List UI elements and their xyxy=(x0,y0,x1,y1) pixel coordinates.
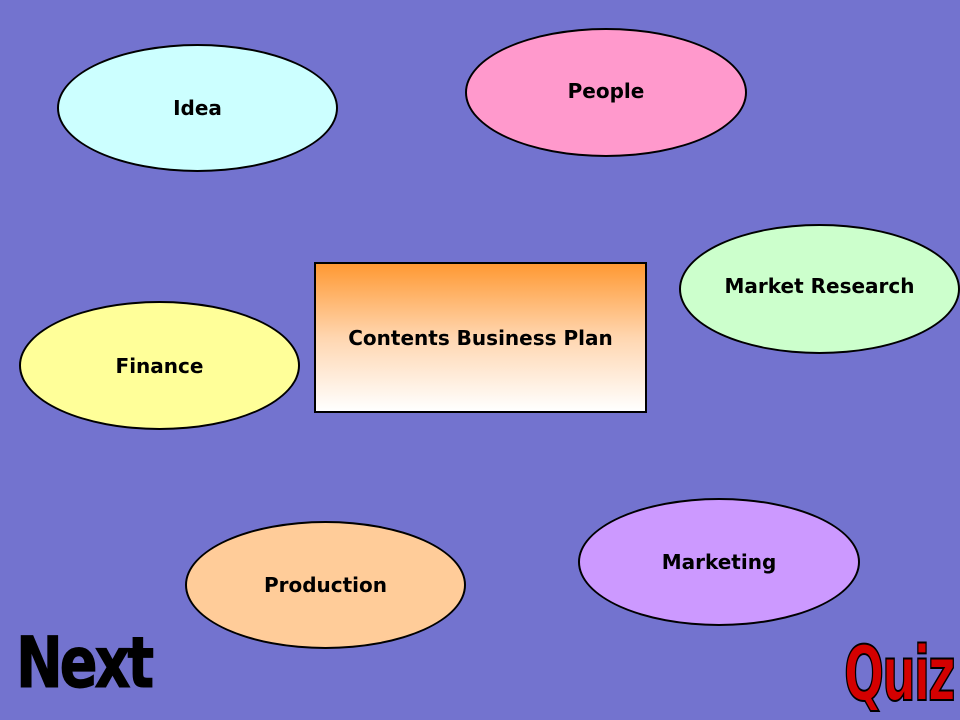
topic-production-label: Production xyxy=(263,573,388,597)
next-button[interactable]: Next xyxy=(16,622,155,704)
quiz-button[interactable]: Quiz xyxy=(843,629,956,718)
topic-idea-oval[interactable]: Idea xyxy=(57,44,338,172)
contents-title-box: Contents Business Plan xyxy=(314,262,647,413)
topic-market-research-label: Market Research xyxy=(724,274,915,298)
topic-finance-label: Finance xyxy=(115,353,204,378)
topic-idea-label: Idea xyxy=(173,96,222,120)
topic-marketing-label: Marketing xyxy=(661,550,777,574)
topic-people-label: People xyxy=(567,78,645,103)
topic-finance-oval[interactable]: Finance xyxy=(19,301,300,430)
topic-production-oval[interactable]: Production xyxy=(185,521,466,649)
topic-people-oval[interactable]: People xyxy=(465,28,747,157)
contents-title: Contents Business Plan xyxy=(348,325,613,350)
topic-marketing-oval[interactable]: Marketing xyxy=(578,498,860,626)
topic-market-research-oval[interactable]: Market Research xyxy=(679,224,960,354)
